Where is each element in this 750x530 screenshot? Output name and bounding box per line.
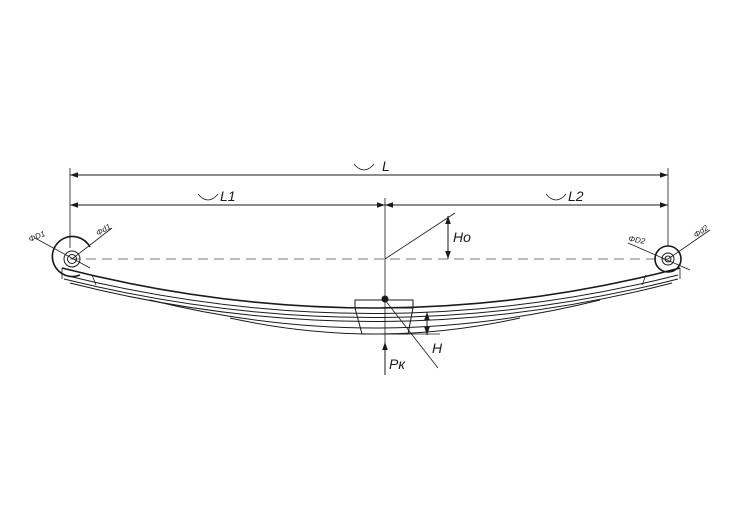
dimension-l1-label: L1 — [220, 188, 236, 204]
right-eye-inner-leader — [667, 229, 711, 260]
leaf-ends — [61, 268, 681, 279]
left-eye — [34, 227, 113, 278]
fourth-leaf — [229, 317, 521, 335]
left-eye-outer-curl — [51, 235, 91, 278]
dimension-l1-arc — [197, 193, 219, 201]
right-eye-inner-label: Φd2 — [692, 223, 710, 240]
third-leaf — [149, 299, 601, 329]
spring-leaves — [61, 267, 681, 335]
left-eye-bushing — [63, 250, 81, 268]
dimension-l2-label: L2 — [568, 188, 584, 204]
left-eye-inner-label: Φd1 — [95, 222, 113, 238]
dimension-h-label: H — [432, 340, 443, 356]
left-eye-leader — [34, 237, 91, 269]
right-eye-bushing — [661, 252, 675, 266]
dimension-ho-label: Ho — [453, 229, 471, 245]
right-eye-leader — [627, 242, 691, 271]
left-eye-bore — [67, 254, 77, 264]
dimension-ho-extension — [384, 212, 456, 260]
dimension-l-label: L — [382, 158, 390, 174]
left-eye-inner-leader — [71, 227, 113, 260]
dimension-l-arc — [353, 163, 375, 171]
leaf-clips — [91, 274, 647, 286]
main-leaf-bottom — [63, 274, 679, 314]
right-eye-outer-label: ΦD2 — [628, 234, 647, 246]
load-label: Pк — [389, 356, 406, 372]
second-leaf-top — [63, 278, 679, 318]
right-eye — [627, 229, 711, 273]
dimension-l2-arc — [545, 193, 567, 201]
left-eye-outer-label: ΦD1 — [27, 229, 46, 244]
